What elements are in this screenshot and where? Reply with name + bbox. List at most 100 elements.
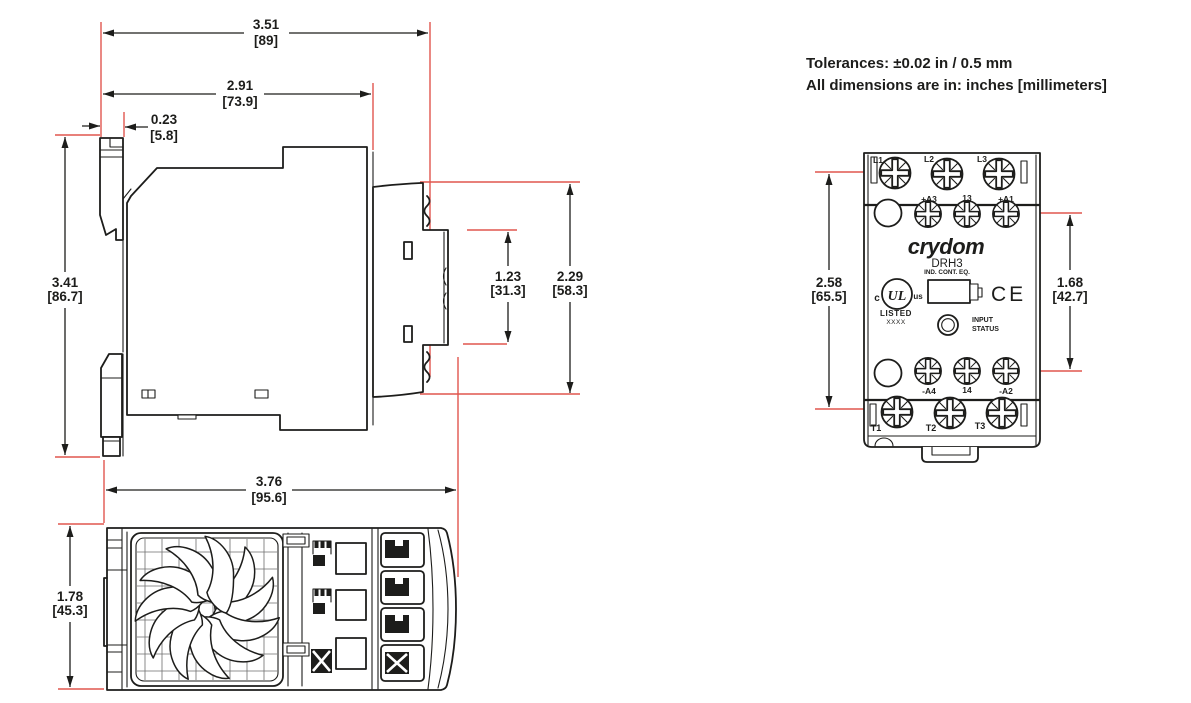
dim-text: [89] [254, 33, 278, 48]
clamp-slot [1020, 403, 1028, 427]
label-13: 13 [962, 193, 972, 203]
ul-us: us [913, 292, 923, 301]
terminal-slot [403, 325, 413, 343]
dim-text: 2.58 [816, 275, 843, 290]
label-t3: T3 [975, 421, 986, 431]
mount-notch [874, 437, 894, 447]
ul-logo: UL [888, 289, 907, 304]
label-t1: T1 [871, 423, 882, 433]
dim-width: 1.78 [45.3] [52, 526, 88, 687]
label-a2-minus: -A2 [999, 386, 1013, 396]
side-profile [99, 137, 449, 457]
label-window [927, 279, 983, 304]
bottom-extension-lines [58, 357, 459, 690]
terminal-opening [335, 637, 367, 670]
ul-listed-mark: UL c us LISTED XXXX [874, 278, 923, 326]
model-number: DRH3 [931, 258, 962, 270]
label-l2: L2 [924, 154, 934, 164]
dim-text: [45.3] [52, 603, 87, 618]
terminal-slot [403, 241, 413, 260]
bottom-tab [177, 414, 197, 420]
blank-hole [873, 358, 903, 388]
blank-hole [873, 198, 903, 228]
din-strip [106, 527, 128, 691]
dim-text: [42.7] [1052, 289, 1087, 304]
line-terminals: L1 L2 L3 [873, 154, 1016, 191]
dim-text: 3.51 [253, 17, 280, 32]
label-a4-minus: -A4 [922, 386, 936, 396]
upper-flange [99, 137, 124, 241]
control-terminals-top: +A3 13 +A1 [873, 193, 1020, 228]
bottom-view: 3.76 [95.6] 1.78 [45.3] [52, 357, 459, 691]
control-terminals-bottom: -A4 14 -A2 [873, 357, 1020, 396]
dim-terminal-step-height: 1.23 [31.3] [490, 232, 526, 342]
front-view: 2.58 [65.5] 1.68 [42.7] [811, 152, 1088, 463]
screw-14 [953, 357, 981, 385]
dim-text: 0.23 [151, 112, 178, 127]
led-inner [941, 318, 955, 332]
clamp-slot [870, 156, 878, 184]
vent [254, 389, 269, 399]
dim-terminal-block-height: 2.29 [58.3] [552, 184, 588, 393]
screw-edge [423, 195, 431, 227]
clamp-slot [869, 403, 877, 427]
clip-foot [102, 436, 121, 457]
screw-13 [953, 200, 981, 228]
input-status-indicator: INPUT STATUS [937, 314, 999, 336]
tolerances-note: Tolerances: ±0.02 in / 0.5 mm [806, 55, 1012, 72]
terminal-block [372, 182, 449, 398]
dim-text: 2.29 [557, 269, 583, 284]
label-14: 14 [962, 385, 972, 395]
dim-text: [5.8] [150, 128, 178, 143]
dim-text: [95.6] [251, 490, 286, 505]
screw-l3 [982, 157, 1016, 191]
label-a1-plus: +A1 [998, 194, 1014, 204]
faceplate: crydom DRH3 IND. CONT. EQ. UL c us LISTE… [874, 234, 1023, 336]
screw-a3-plus [914, 200, 942, 228]
screw-l1 [878, 156, 912, 190]
dim-text: [86.7] [47, 289, 82, 304]
body-outline [126, 146, 368, 431]
screw-edge [423, 351, 431, 383]
dim-control-terminal-pitch: 1.68 [42.7] [1052, 215, 1088, 369]
indicator-label-2: STATUS [972, 326, 999, 333]
dim-text: 1.23 [495, 269, 522, 284]
dim-depth: 3.76 [95.6] [106, 474, 456, 505]
dim-flange-thickness: 0.23 [5.8] [82, 112, 178, 143]
label-l1: L1 [873, 155, 883, 165]
equipment-type: IND. CONT. EQ. [924, 269, 970, 276]
divider-rail [287, 532, 303, 687]
ul-file-number: XXXX [886, 319, 906, 326]
screw-t2 [933, 396, 967, 430]
label-t2: T2 [926, 423, 937, 433]
screw-l2 [930, 157, 964, 191]
clamp-slot [1020, 160, 1028, 184]
terminal-opening [335, 542, 367, 575]
dim-overall-height: 3.41 [86.7] [47, 137, 83, 455]
side-view: 3.51 [89] 2.91 [73.9] 0.23 [5.8] 3.41 [8… [47, 17, 588, 458]
units-note: All dimensions are in: inches [millimete… [806, 77, 1107, 94]
dim-text: [31.3] [490, 283, 525, 298]
connector-x [311, 649, 332, 673]
dim-text: 3.41 [52, 275, 79, 290]
label-l3: L3 [977, 154, 987, 164]
dim-overall-depth: 3.51 [89] [103, 17, 428, 48]
screw-t3 [985, 396, 1019, 430]
indicator-label-1: INPUT [972, 317, 994, 324]
dim-text: [58.3] [552, 283, 587, 298]
screw-t1 [880, 395, 914, 429]
lower-clip [100, 353, 123, 438]
dim-text: 1.78 [57, 589, 84, 604]
ul-c: c [874, 293, 880, 304]
screw-a2-minus [992, 357, 1020, 385]
notes-block: Tolerances: ±0.02 in / 0.5 mm All dimens… [806, 55, 1107, 94]
front-connector-slots [380, 532, 425, 682]
screw-a4-minus [914, 357, 942, 385]
dim-line-terminal-pitch: 2.58 [65.5] [811, 174, 847, 407]
dim-text: [65.5] [811, 289, 846, 304]
label-a3-plus: +A3 [921, 194, 937, 204]
screw-a1-plus [992, 200, 1020, 228]
load-terminals: T1 T2 T3 [871, 395, 1019, 433]
brand-logo: crydom [908, 234, 984, 259]
